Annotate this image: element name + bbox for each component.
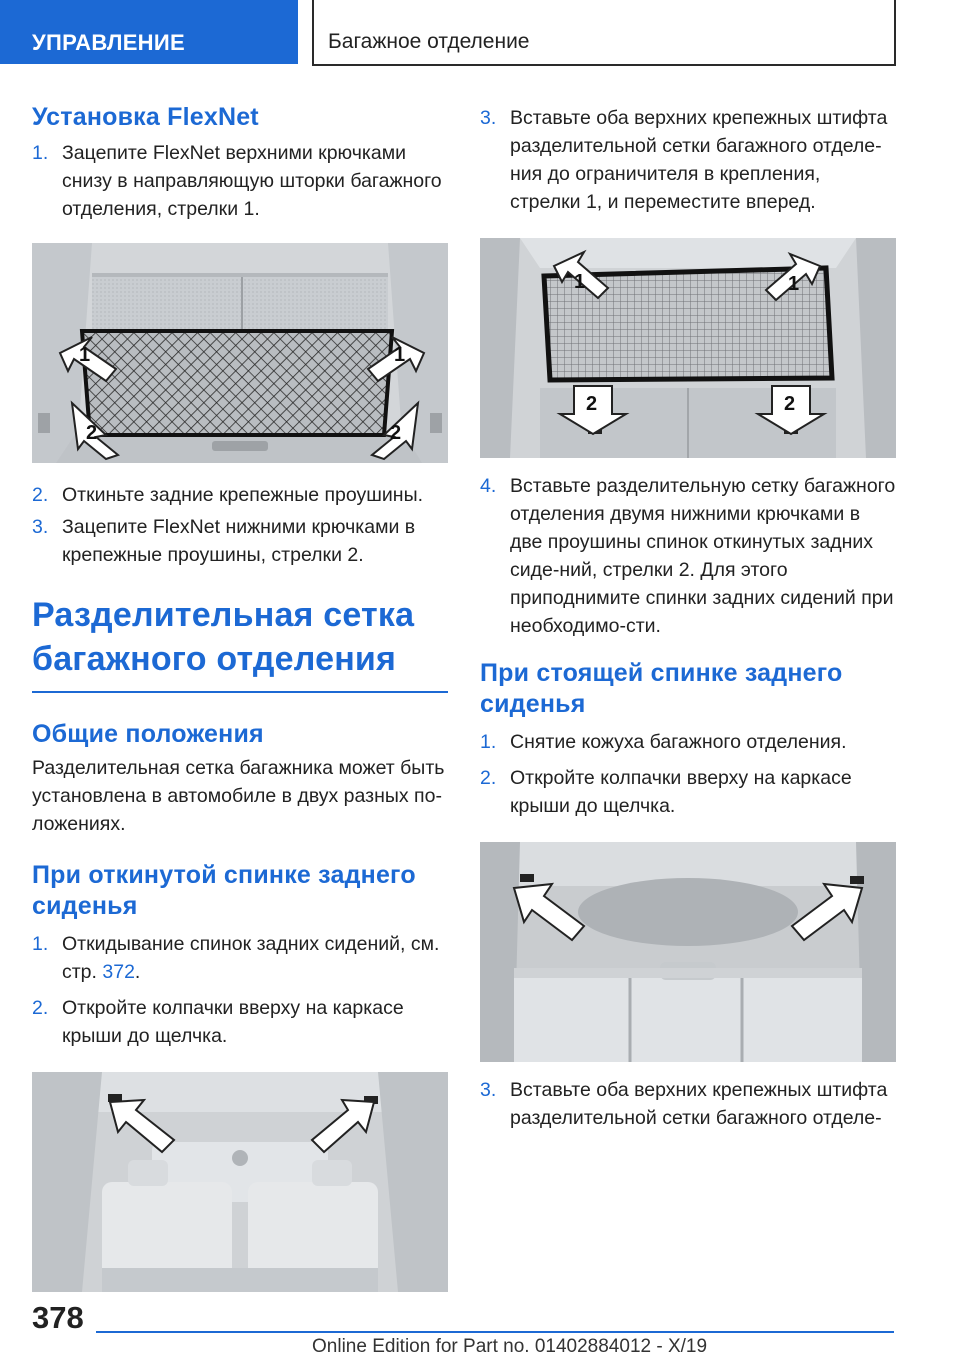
install-step-3: 3. Зацепите FlexNet нижними крючками в к… (32, 513, 448, 569)
step-text-tail: . (134, 961, 141, 983)
step-text: Снятие кожуха багажного отделения. (510, 731, 847, 753)
figure-flexnet-installed-art: 1 1 2 2 (32, 243, 448, 463)
arrow-2-left-icon: 2 (556, 385, 630, 436)
section-title-line-2: багажного отделения (32, 640, 397, 678)
figure-roof-caps-folded-art (32, 1072, 448, 1292)
arrow-1-right-label: 1 (394, 344, 405, 366)
step-text: Откройте колпачки вверху на каркасе крыш… (62, 997, 404, 1047)
upright-step-3: 3. Вставьте оба верхних крепежных штифта… (480, 1076, 896, 1132)
arrow-2-right-label: 2 (390, 422, 401, 444)
step-number: 4. (480, 475, 497, 497)
arrow-2-right-icon: 2 (369, 400, 420, 461)
right-column: 3. Вставьте оба верхних крепежных штифта… (480, 100, 896, 1132)
section-label: УПРАВЛЕНИЕ (32, 30, 185, 55)
step-number: 3. (480, 107, 497, 129)
step-text: Зацепите FlexNet нижними крючками в креп… (62, 516, 416, 566)
folded-step-1: 1. Откидывание спинок задних сидений, см… (32, 930, 448, 986)
right-step-3a: 3. Вставьте оба верхних крепежных штифта… (480, 104, 896, 216)
step-number: 1. (32, 933, 49, 955)
section-title: Разделительная сетка багажного отделения (32, 593, 448, 681)
step-number: 2. (480, 767, 497, 789)
step-number: 1. (32, 142, 49, 164)
install-title: Установка FlexNet (32, 103, 259, 131)
install-step-1: 1. Зацепите FlexNet верхними крючками сн… (32, 139, 448, 223)
figure-divider-net: 1 1 2 2 (480, 238, 896, 458)
step-text: Вставьте оба верхних крепежных штифта ра… (510, 1079, 888, 1129)
edition-text: Online Edition for Part no. 01402884012 … (312, 1336, 708, 1357)
right-step-4: 4. Вставьте разделительную сетку багажно… (480, 472, 896, 640)
left-column: Установка FlexNet 1. Зацепите FlexNet ве… (32, 100, 448, 1292)
arrow-1-right-icon: 1 (366, 336, 426, 383)
arrow-1-left-label: 1 (574, 271, 585, 293)
arrow-left-cap-icon (512, 882, 586, 942)
arrow-2-left-label: 2 (86, 422, 97, 444)
step-text: Вставьте разделительную сетку багажного … (510, 475, 896, 637)
folded-title-line-2: сиденья (32, 892, 138, 920)
step-number: 1. (480, 731, 497, 753)
arrow-left-cap-icon (108, 1098, 176, 1154)
page-number: 378 (32, 1300, 84, 1335)
arrow-1-left-icon: 1 (552, 249, 610, 300)
general-title: Общие положения (32, 720, 264, 748)
page-reference-link[interactable]: 372 (102, 961, 135, 983)
step-text: Откиньте задние крепежные проушины. (62, 484, 424, 506)
arrow-2-left-icon: 2 (70, 400, 121, 461)
figure-divider-net-art: 1 1 2 2 (480, 238, 896, 458)
upright-title-line-2: сиденья (480, 690, 586, 718)
arrow-1-left-label: 1 (79, 344, 90, 366)
arrow-right-cap-icon (790, 882, 864, 942)
figure-roof-caps-upright-art (480, 842, 896, 1062)
folded-step-2: 2. Откройте колпачки вверху на каркасе к… (32, 994, 448, 1050)
step-text: Откройте колпачки вверху на каркасе крыш… (510, 767, 852, 817)
upright-title-line-1: При стоящей спинке заднего (480, 659, 843, 687)
arrow-right-cap-icon (310, 1098, 376, 1154)
upright-step-2: 2. Откройте колпачки вверху на каркасе к… (480, 764, 896, 820)
general-text: Разделительная сетка багажника может быт… (32, 757, 445, 835)
section-divider (32, 691, 448, 693)
arrow-2-right-icon: 2 (754, 385, 828, 436)
upright-step-1: 1. Снятие кожуха багажного отделения. (480, 728, 896, 756)
section-title-line-1: Разделительная сетка (32, 596, 415, 634)
step-number: 2. (32, 997, 49, 1019)
arrow-1-right-icon: 1 (764, 251, 822, 302)
step-text: Вставьте оба верхних крепежных штифта ра… (510, 107, 888, 213)
install-step-2: 2. Откиньте задние крепежные проушины. (32, 481, 448, 509)
figure-flexnet-installed: 1 1 2 2 (32, 243, 448, 463)
footer-divider (96, 1331, 894, 1333)
step-text: Откидывание спинок задних сидений, см. с… (62, 933, 440, 983)
upright-title: При стоящей спинке заднего сиденья (480, 658, 896, 720)
chapter-label: Багажное отделение (328, 30, 530, 53)
step-number: 3. (32, 516, 49, 538)
chapter-tab: Багажное отделение (312, 0, 896, 66)
step-number: 2. (32, 484, 49, 506)
arrow-2-left-label: 2 (586, 393, 597, 415)
step-text: Зацепите FlexNet верхними крючками снизу… (62, 142, 442, 220)
section-tab: УПРАВЛЕНИЕ (0, 0, 298, 64)
folded-title-line-1: При откинутой спинке заднего (32, 861, 416, 889)
step-number: 3. (480, 1079, 497, 1101)
arrow-1-right-label: 1 (788, 273, 799, 295)
arrow-1-left-icon: 1 (58, 336, 118, 383)
figure-roof-caps-folded (32, 1072, 448, 1292)
figure-roof-caps-upright (480, 842, 896, 1062)
folded-title: При откинутой спинке заднего сиденья (32, 860, 448, 922)
arrow-2-right-label: 2 (784, 393, 795, 415)
